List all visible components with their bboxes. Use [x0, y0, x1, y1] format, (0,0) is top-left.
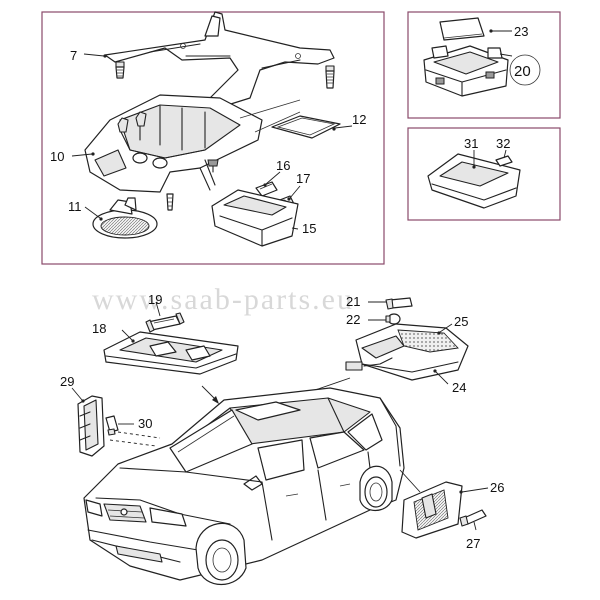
bulb-21 [385, 297, 413, 310]
bulb-27 [459, 509, 487, 527]
lamp-housing-18 [103, 331, 239, 375]
module-cover [439, 17, 485, 41]
callout-22: 22 [346, 312, 360, 327]
callout-10: 10 [50, 149, 64, 164]
console-housing [84, 94, 263, 193]
car-sedan-illustration [83, 387, 405, 585]
interior-lamp-25 [355, 323, 469, 381]
door-lamp-29 [77, 395, 105, 457]
callout-20: 20 [514, 63, 531, 80]
watermark-text: www.saab-parts.eu [92, 283, 354, 316]
callout-19: 19 [148, 292, 162, 307]
wedge-bulb-30 [105, 415, 119, 436]
callout-21: 21 [346, 294, 360, 309]
callout-25: 25 [454, 314, 468, 329]
callout-23: 23 [514, 24, 528, 39]
festoon-bulb-19 [145, 312, 185, 333]
trunk-lamp-26 [401, 481, 463, 539]
callout-26: 26 [490, 480, 504, 495]
screw-left [115, 61, 125, 79]
lens-guide-lines [239, 99, 301, 133]
mounting-bracket [104, 11, 335, 109]
callout-7: 7 [70, 48, 77, 63]
callout-27: 27 [466, 536, 480, 551]
bulb-22 [385, 313, 401, 325]
map-light-unit [92, 197, 158, 239]
callout-29: 29 [60, 374, 74, 389]
console-assembly-frame [41, 11, 385, 265]
callout-16: 16 [276, 158, 290, 173]
callout-20-circle [509, 54, 541, 86]
callout-24: 24 [452, 380, 466, 395]
module-20-unit [423, 45, 509, 97]
screw-right [325, 65, 335, 89]
callout-11: 11 [68, 199, 82, 214]
lamp-31-frame [407, 127, 561, 221]
callout-17: 17 [296, 171, 310, 186]
callout-31: 31 [464, 136, 478, 151]
module-20-frame [407, 11, 561, 119]
courtesy-lamp [427, 153, 521, 209]
reading-lamp [211, 189, 299, 247]
callout-32: 32 [496, 136, 510, 151]
callout-30: 30 [138, 416, 152, 431]
clip [207, 159, 219, 173]
callout-18: 18 [92, 321, 106, 336]
callout-15: 15 [302, 221, 316, 236]
screw-small [166, 193, 174, 211]
callout-12: 12 [352, 112, 366, 127]
dome-lens [271, 115, 341, 139]
connector-24 [345, 357, 393, 371]
